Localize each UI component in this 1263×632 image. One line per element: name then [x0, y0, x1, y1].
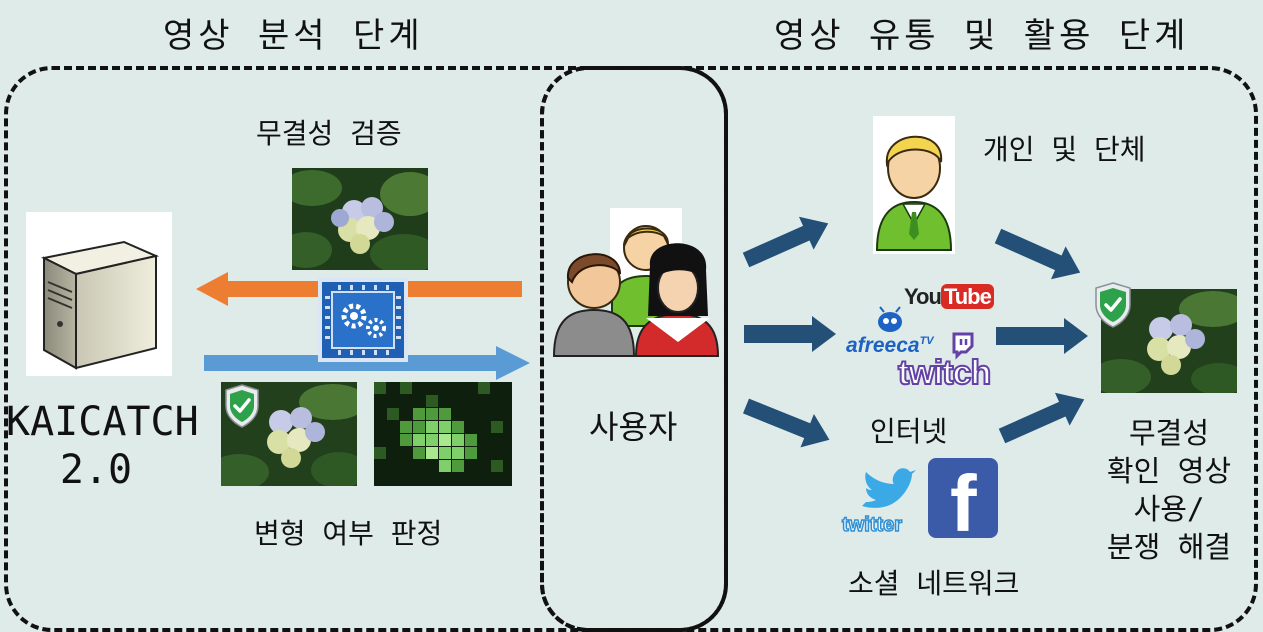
server-label: KAICATCH 2.0 — [6, 398, 199, 494]
server-icon — [26, 212, 172, 376]
processor-chip-icon — [318, 278, 408, 362]
users-group-icon — [552, 208, 720, 357]
flower-photo — [292, 168, 428, 270]
user-label: 사용자 — [589, 408, 678, 446]
analysis-stage-title: 영상 분석 단계 — [163, 16, 424, 56]
integrity-check-label: 무결성 검증 — [256, 117, 402, 150]
twitch-glitch-icon — [952, 332, 974, 360]
distribution-stage-title: 영상 유통 및 활용 단계 — [774, 16, 1190, 56]
social-network-label: 소셜 네트워크 — [848, 567, 1020, 600]
tamper-judgement-label: 변형 여부 판정 — [254, 517, 443, 550]
verification-result-arrow — [204, 346, 530, 380]
afreeca-mascot-icon — [878, 306, 902, 332]
server-label-name: KAICATCH — [6, 399, 199, 445]
facebook-logo: f — [928, 458, 998, 538]
afreeca-logo-text: afreeca — [846, 334, 920, 357]
result-label-line-1: 무결성 — [1128, 416, 1210, 450]
pixelated-photo — [374, 382, 512, 486]
arrow-individuals-to-result — [994, 228, 1081, 280]
twitter-bird-icon — [862, 468, 916, 508]
afreeca-logo: afreecaTV — [846, 334, 934, 358]
arrow-to-social — [743, 398, 830, 448]
youtube-logo-you: You — [904, 284, 942, 309]
result-label-line-2: 확인 영상 — [1106, 454, 1232, 488]
verified-flower-photo — [221, 382, 357, 486]
arrow-internet-to-result — [996, 318, 1088, 354]
result-label-line-4: 분쟁 해결 — [1106, 530, 1232, 564]
facebook-logo-f: f — [950, 459, 977, 539]
arrow-to-individuals — [742, 216, 829, 268]
arrow-social-to-result — [998, 392, 1085, 444]
person-icon — [873, 116, 955, 254]
afreeca-logo-tv: TV — [919, 335, 934, 347]
arrow-to-internet — [744, 316, 836, 352]
result-label: 무결성 확인 영상 사용/ 분쟁 해결 — [1074, 414, 1263, 566]
twitch-logo: twitch — [897, 353, 992, 393]
flower-photo-art — [221, 382, 357, 486]
youtube-logo-tube: Tube — [940, 284, 994, 309]
server-label-version: 2.0 — [59, 447, 133, 493]
result-shield-check-icon — [1095, 282, 1131, 328]
shield-check-icon — [225, 384, 259, 428]
internet-label: 인터넷 — [870, 415, 948, 448]
result-label-line-3: 사용/ — [1133, 492, 1205, 526]
individuals-label: 개인 및 단체 — [983, 133, 1146, 166]
twitter-logo: twitter — [841, 513, 903, 537]
flower-photo-art — [292, 168, 428, 270]
